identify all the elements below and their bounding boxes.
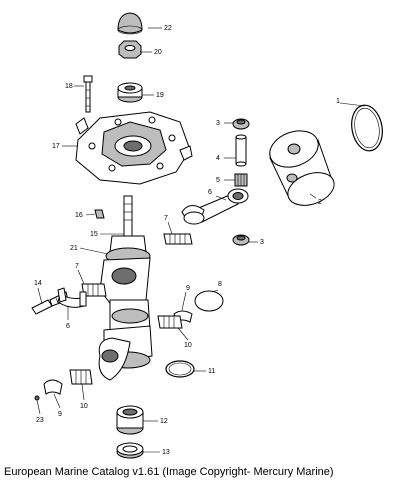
callout-6-rod: 6 [208,189,212,196]
part-7-bearing-upper [163,233,193,245]
part-3-bushing-bottom [232,234,250,246]
callout-16: 16 [75,212,83,219]
part-3-bushing-top [232,118,250,130]
callout-1: 1 [336,98,340,105]
callout-20: 20 [154,49,162,56]
part-15-21-crankshaft [98,195,153,381]
callout-10-lower: 10 [80,403,88,410]
callout-7-lower: 7 [75,263,79,270]
part-6-connecting-rod [181,188,249,225]
callout-13: 13 [162,449,170,456]
callout-6-cap: 6 [66,323,70,330]
part-10-bearing-right [157,315,183,329]
part-18-screw [83,75,93,113]
callout-3-bottom: 3 [260,239,264,246]
callout-18: 18 [65,83,73,90]
callout-9-lower: 9 [58,411,62,418]
callout-23: 23 [36,417,44,424]
callout-11: 11 [208,368,215,375]
callout-3-top: 3 [216,120,220,127]
callout-9-upper: 9 [186,285,190,292]
part-4-wrist-pin [235,134,247,167]
part-16-key [94,209,105,219]
callout-14: 14 [34,280,42,287]
callout-5: 5 [216,177,220,184]
part-8-washer [194,290,224,312]
part-9-cage-lower [43,379,63,395]
image-caption: European Marine Catalog v1.61 (Image Cop… [4,466,334,478]
part-20-nut [118,40,142,59]
callout-labels: 22 20 18 19 17 1 3 4 5 6 2 16 7 3 15 21 … [34,25,340,456]
callout-4: 4 [216,155,220,162]
callout-19: 19 [156,92,164,99]
part-1-piston-ring [351,104,383,152]
leader-lines [36,27,366,453]
callout-12: 12 [160,418,168,425]
callout-15: 15 [90,231,98,238]
part-6-rod-cap [57,287,87,308]
callout-8: 8 [218,281,222,288]
callout-7-upper: 7 [164,215,168,222]
part-5-needle-bearing [234,173,248,187]
callout-2: 2 [318,199,322,206]
part-10-bearing-lower [69,369,93,385]
callout-17: 17 [52,143,60,150]
part-2-piston [269,130,335,206]
exploded-parts-diagram: 22 20 18 19 17 1 3 4 5 6 2 16 7 3 15 21 … [31,12,383,459]
part-19-bearing [117,82,143,103]
part-13-seal [116,442,144,459]
callout-22: 22 [164,25,172,32]
part-17-end-cap-plate [75,111,193,185]
part-23-pin [34,395,40,401]
part-11-snap-ring [165,360,195,378]
callout-10-upper: 10 [184,342,192,349]
part-22-cap [117,12,143,35]
part-12-ball-bearing [116,405,144,435]
callout-21: 21 [70,245,78,252]
